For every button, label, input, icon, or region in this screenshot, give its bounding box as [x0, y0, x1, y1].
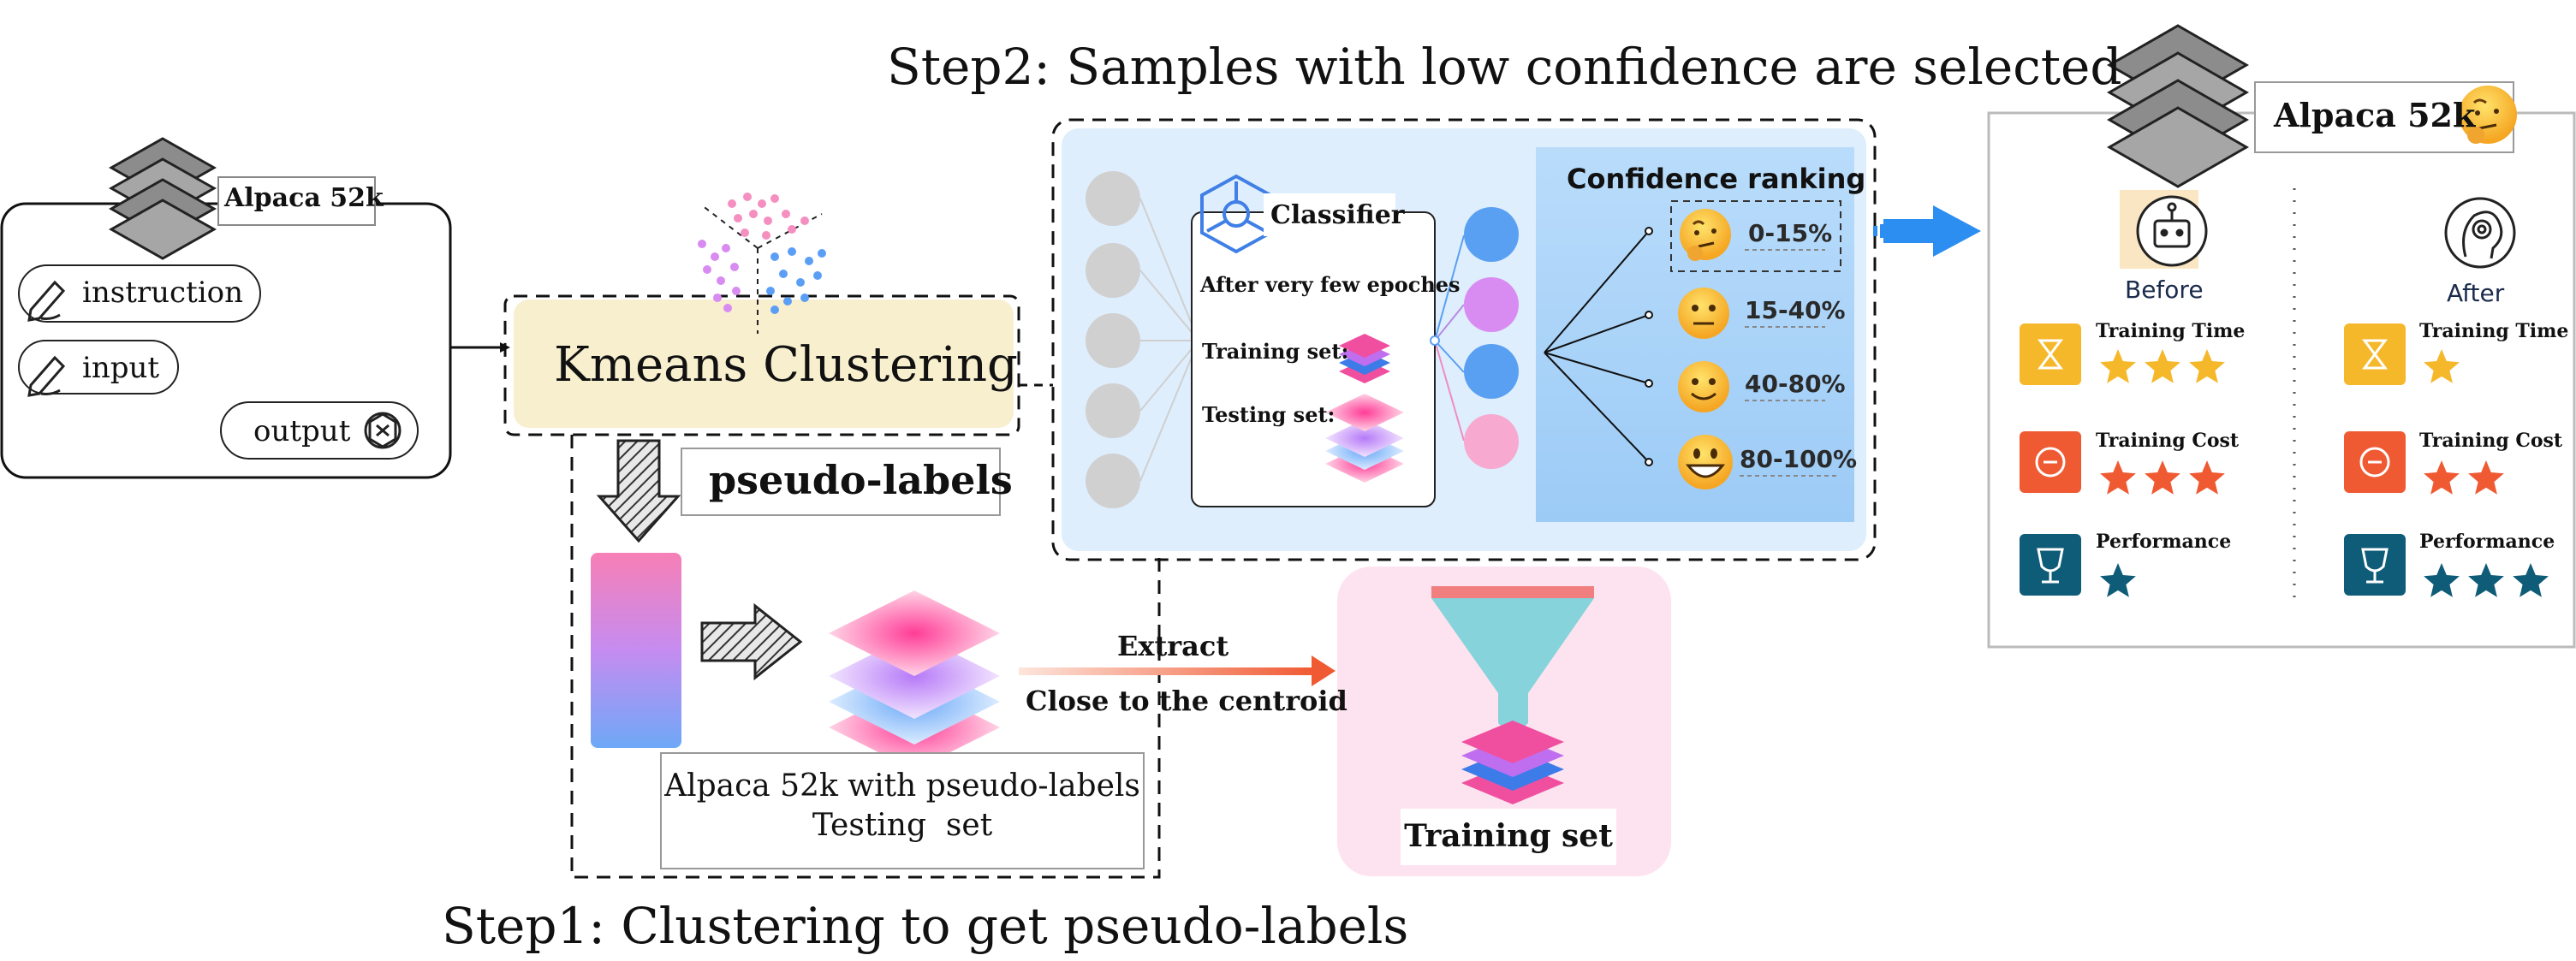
field-pill-instruction — [18, 264, 261, 323]
fan-lines — [1544, 227, 1653, 466]
step1-dashed-box — [570, 435, 1161, 879]
after-label: After — [2447, 279, 2505, 307]
output-node — [1464, 207, 1519, 262]
stack-icon-right — [2106, 24, 2250, 188]
output-connections — [1434, 234, 1465, 442]
stars-layer — [2100, 349, 2549, 597]
metric-label: Performance — [2096, 531, 2232, 553]
pseudo-labels-label: pseudo-labels — [709, 457, 1013, 503]
classifier-training: Training set: — [1202, 339, 1349, 364]
pseudo-dataset-box — [660, 752, 1145, 869]
rating-star-icon — [2145, 349, 2180, 383]
pseudo-dataset-text: Alpaca 52k with pseudo-labels Testing se… — [661, 767, 1144, 845]
funnel-icon — [1431, 586, 1594, 738]
field-pill-input — [18, 340, 179, 394]
rating-star-icon — [2100, 563, 2136, 597]
step2-title: Step2: Samples with low confidence are s… — [887, 38, 2122, 96]
field-pill-output — [220, 401, 419, 460]
extract-label: Extract — [1117, 630, 1229, 662]
slight-smile-emoji-icon — [1678, 361, 1729, 412]
metric-label: Training Cost — [2096, 430, 2240, 452]
rating-star-icon — [2145, 460, 2180, 495]
rating-star-icon — [2468, 563, 2504, 597]
layer-stack-training — [1461, 721, 1564, 804]
mini-stack-test — [1325, 394, 1404, 483]
output-node — [1464, 344, 1519, 399]
layer-stack-step1 — [829, 590, 1000, 770]
training-set-label: Training set — [1404, 818, 1613, 854]
rating-star-icon — [2100, 349, 2136, 383]
rating-star-icon — [2424, 460, 2460, 495]
dataset-title: Alpaca 52k — [224, 183, 384, 213]
metric-label: Training Time — [2419, 320, 2569, 342]
rank-label: 80-100% — [1740, 445, 1858, 473]
kmeans-label: Kmeans Clustering — [554, 337, 1018, 393]
rank-label: 0-15% — [1748, 219, 1833, 247]
rating-star-icon — [2424, 563, 2460, 597]
brain-head-icon — [2444, 197, 2516, 269]
pseudo-dataset-line1: Alpaca 52k with pseudo-labels — [664, 768, 1140, 804]
extract-sublabel: Close to the centroid — [1026, 685, 1347, 717]
openai-icon — [364, 412, 402, 449]
kmeans-dashed-box — [503, 294, 1020, 436]
right-arrow — [700, 602, 803, 681]
step1-title: Step1: Clustering to get pseudo-labels — [442, 897, 1409, 955]
classifier-epochs: After very few epoches — [1200, 272, 1461, 297]
robot-icon — [2136, 195, 2208, 267]
rating-star-icon — [2513, 563, 2549, 597]
pen-icon — [27, 280, 66, 397]
confidence-title: Confidence ranking — [1567, 163, 1866, 195]
gradient-bar — [591, 553, 681, 748]
extract-arrow — [1019, 667, 1314, 675]
result-title: Alpaca 52k — [2274, 96, 2476, 134]
training-set-label-box — [1401, 809, 1616, 865]
highlight-box — [1670, 200, 1841, 272]
rank-label: 40-80% — [1745, 370, 1846, 398]
pseudo-labels-box — [681, 448, 1001, 516]
thinking-emoji-icon — [1680, 209, 1731, 261]
field-input: input — [82, 351, 160, 385]
rating-star-icon — [2100, 460, 2136, 495]
mini-stack-train — [1339, 334, 1390, 383]
thinking-emoji-icon — [2459, 86, 2517, 144]
rating-star-icon — [2189, 460, 2225, 495]
grin-emoji-icon — [1678, 435, 1733, 489]
cluster-scatter-icon — [698, 193, 826, 334]
trophy-icon — [2020, 534, 2081, 596]
field-output: output — [253, 414, 351, 448]
output-node — [1464, 277, 1519, 332]
metric-label: Training Cost — [2419, 430, 2563, 452]
before-label: Before — [2125, 276, 2204, 304]
classifier-title: Classifier — [1270, 200, 1405, 230]
neutral-emoji-icon — [1678, 288, 1729, 339]
classifier-testing: Testing set: — [1202, 402, 1336, 427]
classifier-title-box — [1264, 193, 1395, 236]
blue-arrow — [1883, 205, 1981, 257]
trophy-icon — [2344, 534, 2406, 596]
rating-star-icon — [2468, 460, 2504, 495]
metric-label: Training Time — [2096, 320, 2246, 342]
stack-icon-left — [108, 137, 217, 260]
rank-label: 15-40% — [1745, 296, 1846, 324]
field-instruction: instruction — [82, 276, 243, 310]
rating-star-icon — [2424, 349, 2460, 383]
input-nodes — [1086, 171, 1140, 508]
metric-label: Performance — [2419, 531, 2555, 553]
dataset-title-box — [217, 176, 376, 226]
down-arrow — [596, 439, 681, 543]
rank-underlines — [1740, 249, 1837, 477]
output-node — [1464, 414, 1519, 469]
rating-star-icon — [2189, 349, 2225, 383]
pseudo-dataset-line2: Testing set — [812, 808, 993, 843]
kmeans-fill — [514, 300, 1014, 428]
input-connections — [1139, 198, 1199, 482]
